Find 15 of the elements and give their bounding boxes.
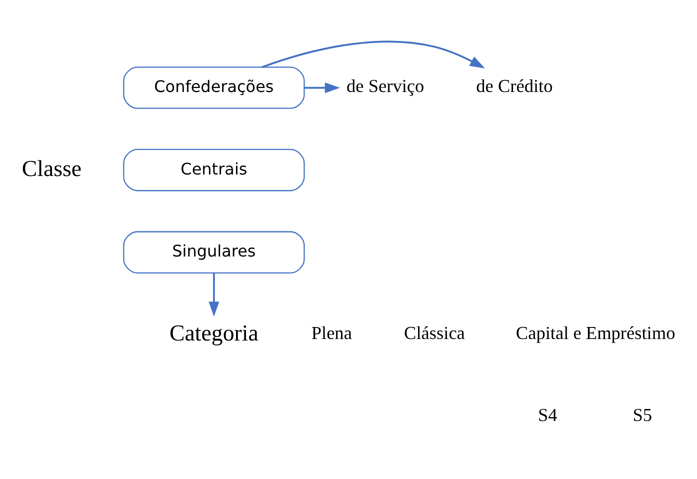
label: S4 [538, 405, 558, 426]
node-box: Confederações [123, 66, 305, 109]
node-text: Categoria [170, 320, 258, 346]
label: Classe [22, 156, 82, 181]
node-text: de Serviço [346, 76, 424, 96]
arrow [304, 82, 340, 94]
node-box: Singulares [123, 231, 305, 274]
node-text: de Crédito [476, 76, 553, 96]
label: Plena [311, 322, 352, 343]
label: Capital e Empréstimo [516, 322, 676, 343]
label: Clássica [404, 322, 465, 343]
label: S5 [632, 405, 652, 426]
arrow [208, 273, 220, 317]
node-box: Centrais [123, 148, 305, 192]
arrow [262, 40, 485, 68]
